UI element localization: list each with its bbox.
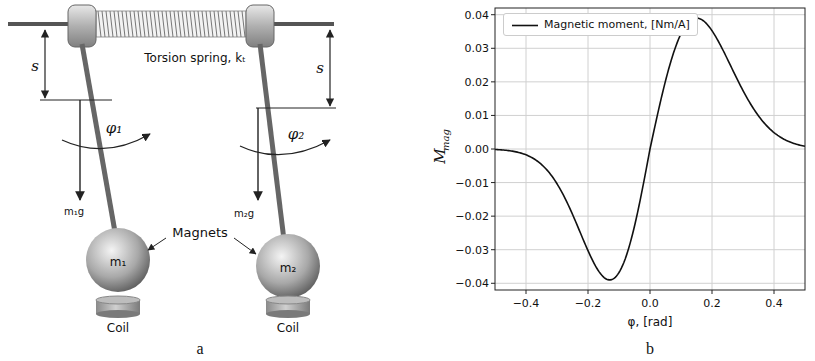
tick-mark	[491, 283, 495, 284]
tick-mark	[491, 48, 495, 49]
shaft	[8, 22, 70, 26]
torsion-spring	[96, 11, 246, 37]
dimension-arrow	[44, 30, 45, 98]
tick-mark	[650, 290, 651, 294]
angle-label: φ₁	[106, 121, 123, 136]
mass-label: m₁	[110, 256, 127, 268]
dimension-label: s	[316, 61, 324, 76]
axes-frame	[495, 8, 805, 290]
part-label: Coil	[277, 322, 299, 334]
tick-label: 0.03	[465, 43, 490, 54]
dimension-arrow	[329, 30, 330, 106]
force-label: m₂g	[234, 209, 254, 219]
tick-mark	[491, 115, 495, 116]
tick-mark	[491, 14, 495, 15]
leader-line	[148, 238, 166, 250]
tick-mark	[526, 290, 527, 294]
legend: Magnetic moment, [Nm/A]	[503, 13, 698, 36]
legend-label: Magnetic moment, [Nm/A]	[544, 18, 690, 31]
axis-label: mag	[441, 129, 451, 151]
moment-curve	[495, 18, 805, 280]
tick-label: −0.2	[575, 298, 602, 309]
tick-mark	[491, 182, 495, 183]
magnet-mass	[86, 228, 150, 292]
tick-mark	[774, 290, 775, 294]
tick-label: 0.01	[465, 110, 490, 121]
tick-mark	[491, 249, 495, 250]
gravity-arrow	[257, 108, 258, 200]
coil	[96, 296, 140, 318]
panel-caption: a	[196, 341, 203, 357]
reference-line	[256, 108, 336, 109]
shaft	[272, 22, 334, 26]
tick-mark	[491, 81, 495, 82]
tick-label: −0.4	[513, 298, 540, 309]
pendulum-hub	[246, 5, 274, 47]
dimension-label: s	[31, 59, 39, 74]
angle-arc	[62, 134, 150, 149]
tick-label: 0.0	[641, 298, 659, 309]
tick-mark	[491, 149, 495, 150]
tick-label: 0.2	[703, 298, 721, 309]
mass-label: m₂	[280, 262, 297, 274]
legend-sample	[510, 14, 540, 37]
grid-line	[712, 8, 713, 290]
tick-label: −0.03	[455, 244, 489, 255]
tick-mark	[712, 290, 713, 294]
tick-mark	[588, 290, 589, 294]
magnet-mass	[256, 234, 320, 298]
coil	[266, 296, 310, 318]
pendulum-rod	[260, 44, 284, 240]
tick-label: −0.04	[455, 278, 489, 289]
moment-chart	[491, 8, 805, 294]
part-label: Torsion spring, kₜ	[144, 52, 245, 64]
part-label: Magnets	[172, 226, 228, 239]
tick-label: 0.02	[465, 76, 490, 87]
gravity-arrow	[79, 100, 80, 200]
angle-arc	[240, 140, 330, 155]
tick-label: −0.01	[455, 177, 489, 188]
grid-line	[526, 8, 527, 290]
axis-label: φ, [rad]	[628, 316, 673, 328]
grid-line	[588, 8, 589, 290]
part-label: Coil	[107, 322, 129, 334]
tick-label: 0.00	[465, 144, 490, 155]
grid-line	[774, 8, 775, 290]
reference-line	[40, 100, 112, 101]
tick-label: −0.02	[455, 211, 489, 222]
force-label: m₁g	[64, 207, 84, 217]
angle-label: φ₂	[288, 127, 305, 142]
pendulum-rod	[82, 44, 115, 232]
leader-line	[234, 238, 256, 254]
panel-caption: b	[646, 341, 654, 357]
pendulum-hub	[68, 5, 96, 47]
tick-mark	[491, 216, 495, 217]
pendulum-illustration	[8, 5, 336, 318]
tick-label: 0.04	[465, 9, 490, 20]
tick-label: 0.4	[765, 298, 783, 309]
